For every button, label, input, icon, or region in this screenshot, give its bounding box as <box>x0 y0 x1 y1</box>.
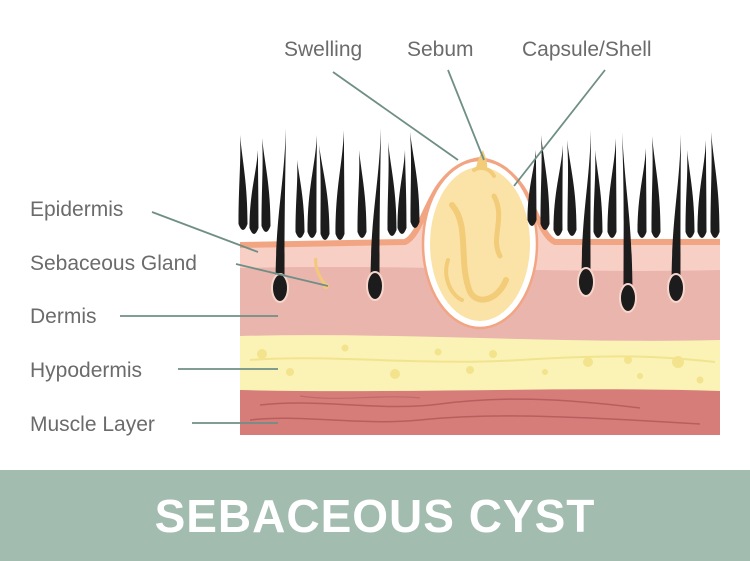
cyst <box>421 158 539 330</box>
hair-strand <box>593 150 603 238</box>
leader-line-swelling <box>332 71 459 161</box>
muscle-fiber <box>299 395 421 399</box>
hair-bulb <box>667 273 685 303</box>
hair-strand <box>567 140 577 236</box>
label-sebaceous-gland: Sebaceous Gland <box>30 252 197 275</box>
hypodermis-wave <box>249 355 716 363</box>
muscle-layer <box>240 388 720 435</box>
hair-strand <box>261 138 271 232</box>
hair-strand <box>295 160 305 238</box>
title-banner: SEBACEOUS CYST <box>0 470 750 561</box>
hair-strand <box>710 132 720 238</box>
hair-bulb <box>366 271 384 301</box>
hair-strand <box>637 148 647 238</box>
leader-line-gland <box>235 263 329 287</box>
hair-strand <box>607 138 617 238</box>
hair-follicle <box>581 130 591 290</box>
label-dermis: Dermis <box>30 305 97 328</box>
hair-strand <box>335 130 345 240</box>
hair-bulb <box>271 273 289 303</box>
muscle-fiber <box>249 415 701 425</box>
leader-line-capsule <box>513 69 606 187</box>
leader-line-epidermis <box>151 211 259 253</box>
hair-strand <box>410 132 420 228</box>
label-swelling: Swelling <box>284 38 362 61</box>
skin-diagram: Swelling Sebum Capsule/Shell Epidermis S… <box>30 38 720 436</box>
hair-strand <box>685 150 695 238</box>
hair-strand <box>697 140 707 238</box>
hair-strand <box>397 150 407 234</box>
label-hypodermis: Hypodermis <box>30 359 142 382</box>
hair-bulb <box>577 267 595 297</box>
hair-follicle <box>671 134 681 296</box>
hair-follicle <box>275 128 286 296</box>
hair-strand <box>357 150 367 238</box>
label-sebum: Sebum <box>407 38 474 61</box>
hair-strand <box>319 145 330 240</box>
hair-strand <box>307 135 317 238</box>
hair-strand <box>249 150 259 234</box>
label-epidermis: Epidermis <box>30 198 123 221</box>
hair-strand <box>553 145 563 236</box>
hair-follicle <box>370 128 381 294</box>
hair-strand <box>651 136 661 238</box>
label-muscle-layer: Muscle Layer <box>30 413 155 436</box>
hair-bulb <box>619 283 637 313</box>
hair-strand <box>540 135 550 230</box>
hair-follicle <box>622 132 633 306</box>
muscle-fiber <box>259 398 641 409</box>
hair-strand <box>387 142 397 236</box>
hair-strand <box>527 150 537 226</box>
label-capsule: Capsule/Shell <box>522 38 652 61</box>
hairs <box>238 128 720 313</box>
banner-title: SEBACEOUS CYST <box>154 489 596 542</box>
leader-line-sebum <box>447 69 485 161</box>
sebum-droplet <box>476 150 488 168</box>
hair-strand <box>238 135 248 230</box>
fat-cells <box>257 344 704 384</box>
leader-lines <box>120 69 606 424</box>
